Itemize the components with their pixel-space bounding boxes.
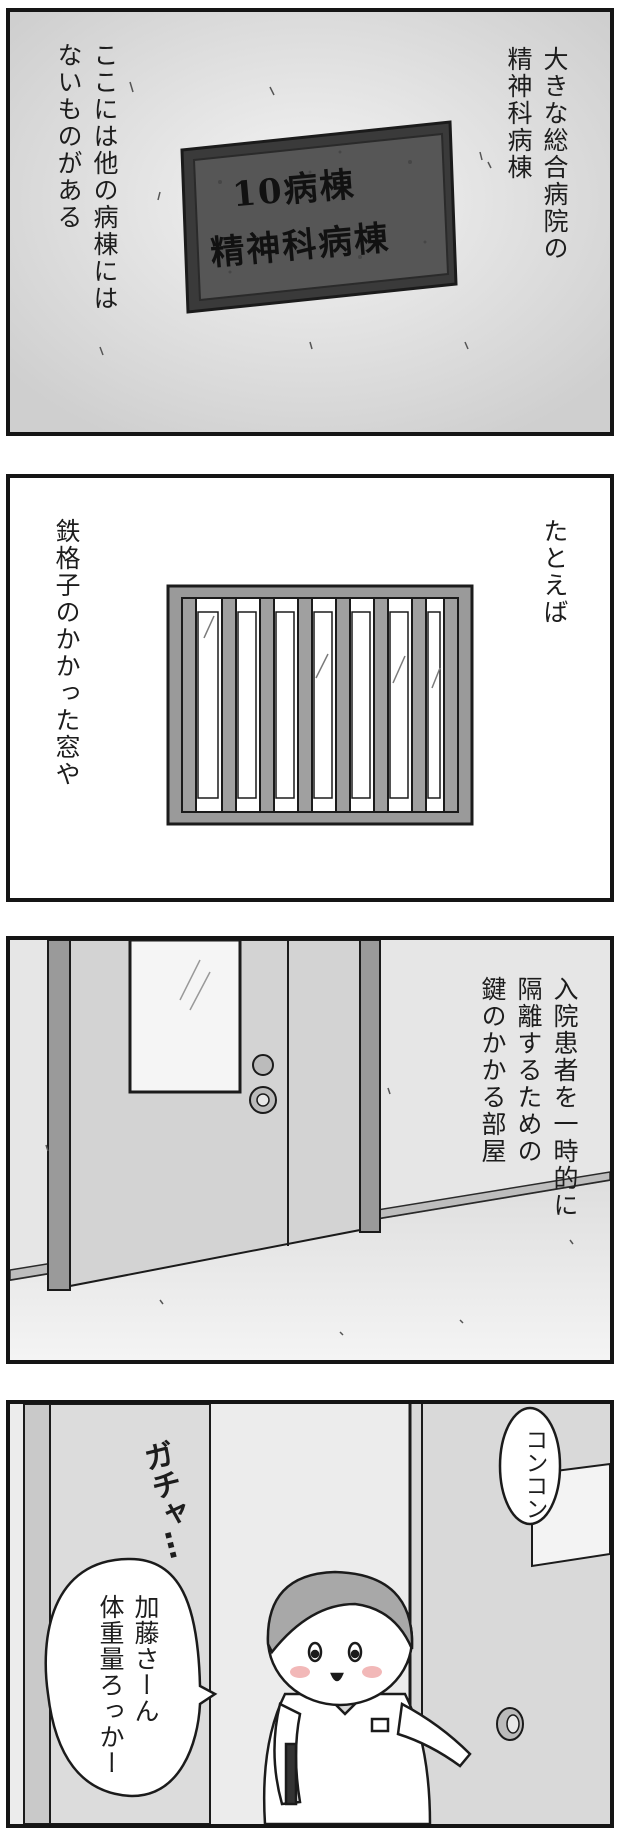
locked-room-door xyxy=(10,940,610,1360)
caption-left-line2: ないものがある xyxy=(54,42,83,231)
barred-window xyxy=(166,584,474,826)
blush xyxy=(290,1666,310,1678)
blush xyxy=(362,1666,382,1678)
panel-4: コンコン ガチャ… 加藤さーん 体重量ろっかー xyxy=(6,1400,614,1828)
speech-line1: 加藤さーん xyxy=(131,1594,160,1724)
panel-1-art xyxy=(10,12,610,432)
caption-line1: 入院患者を一時的に xyxy=(550,976,579,1219)
sfx-knock: コンコン xyxy=(521,1428,547,1520)
panel-3: 入院患者を一時的に 隔離するための 鍵のかかる部屋 xyxy=(6,936,614,1364)
speech-line2: 体重量ろっかー xyxy=(96,1594,125,1776)
caption-line3: 鍵のかかる部屋 xyxy=(478,976,507,1165)
caption-left-line1: 鉄格子のかかった窓や xyxy=(52,518,81,788)
ward-sign xyxy=(180,120,458,314)
panel-2: たとえば 鉄格子のかかった窓や xyxy=(6,474,614,902)
caption-right-line1: 大きな総合病院の xyxy=(540,46,569,262)
panel-4-art xyxy=(10,1404,610,1824)
caption-left-line1: ここには他の病棟には xyxy=(90,42,119,312)
caption-line2: 隔離するための xyxy=(514,976,543,1165)
panel-1: 10病棟 精神科病棟 大きな総合病院の 精神科病棟 ここには他の病棟には ないも… xyxy=(6,8,614,436)
caption-right-line2: 精神科病棟 xyxy=(504,46,533,181)
knock-bubble xyxy=(498,1406,562,1526)
caption-right-line1: たとえば xyxy=(540,518,569,626)
speech-bubble xyxy=(44,1557,218,1798)
